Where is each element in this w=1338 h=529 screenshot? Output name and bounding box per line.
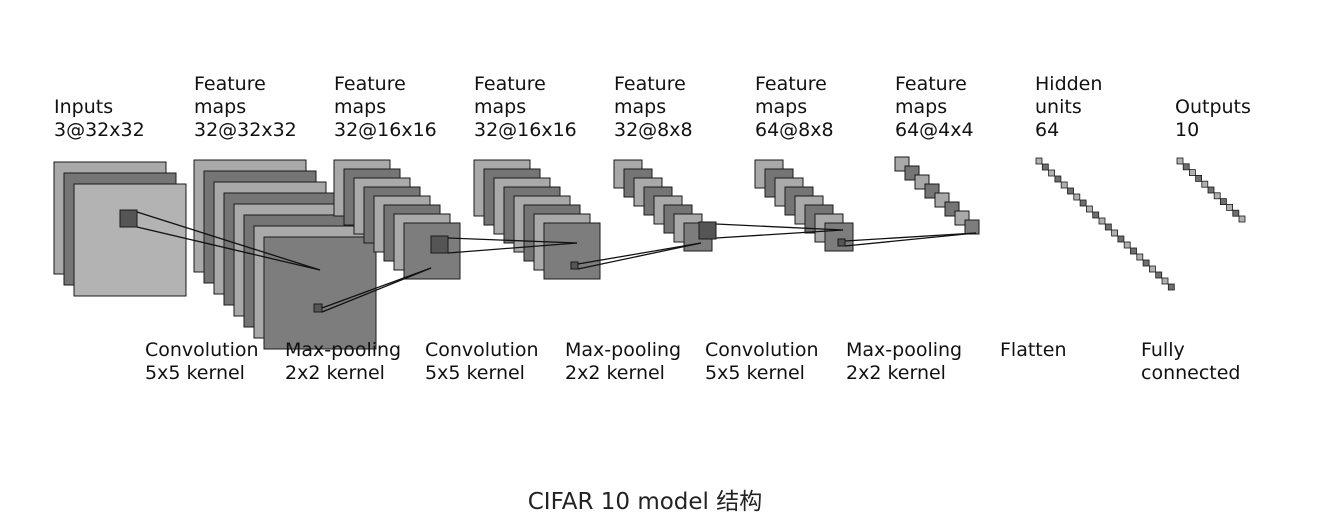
hidden-unit (1092, 211, 1100, 219)
output-unit (1195, 174, 1202, 182)
op-label-flatten: Flatten (1000, 339, 1067, 361)
input-receptive-field (119, 209, 138, 228)
op-label-fully-connected: Fully connected (1141, 339, 1241, 384)
hidden-unit (1136, 253, 1144, 261)
connection-line (715, 229, 844, 239)
connection-line (136, 226, 321, 271)
layer-label-inputs: Inputs 3@32x32 (54, 96, 145, 141)
hidden-unit (1067, 187, 1074, 195)
op-label-convolution-3: Convolution 5x5 kernel (705, 339, 819, 384)
input-layer-map (73, 183, 187, 297)
layer-label-feature-maps-6: Feature maps 64@4x4 (895, 73, 974, 141)
connection-line (577, 242, 702, 270)
hidden-unit (1167, 283, 1175, 291)
hidden-unit (1104, 223, 1112, 231)
op-label-max-pooling-3: Max-pooling 2x2 kernel (846, 339, 963, 384)
layer-label-feature-maps-4: Feature maps 32@8x8 (614, 73, 693, 141)
hidden-unit (1149, 265, 1156, 273)
output-unit (1189, 169, 1196, 177)
output-unit (1176, 157, 1184, 165)
output-unit (1226, 203, 1233, 211)
op-label-convolution-2: Convolution 5x5 kernel (425, 339, 539, 384)
op-label-convolution-1: Convolution 5x5 kernel (145, 339, 259, 384)
hidden-unit (1048, 169, 1055, 177)
hidden-unit (1111, 229, 1118, 237)
output-unit (1201, 180, 1209, 188)
layer-label-feature-maps-1: Feature maps 32@32x32 (194, 73, 297, 141)
output-unit (1207, 186, 1215, 194)
conv3-layer-map (824, 222, 854, 252)
connection-line (577, 242, 702, 265)
layer-label-feature-maps-2: Feature maps 32@16x16 (334, 73, 437, 141)
hidden-unit (1117, 235, 1125, 243)
pool2-receptive-field (698, 221, 717, 240)
hidden-unit (1041, 163, 1049, 171)
hidden-unit (1123, 241, 1131, 249)
hidden-unit (1035, 157, 1043, 165)
connection-line (715, 223, 844, 231)
hidden-unit (1155, 271, 1163, 279)
layer-label-feature-maps-3: Feature maps 32@16x16 (474, 73, 577, 141)
conv3-receptive-field (837, 238, 846, 247)
connection-line (844, 232, 977, 242)
conv1-receptive-field (313, 303, 323, 313)
op-label-max-pooling-2: Max-pooling 2x2 kernel (565, 339, 682, 384)
hidden-unit (1142, 259, 1150, 267)
output-unit (1220, 198, 1227, 206)
pool1-receptive-field (430, 235, 449, 254)
hidden-unit (1098, 217, 1106, 225)
connection-line (447, 242, 578, 254)
output-unit (1213, 192, 1221, 200)
connection-line (844, 232, 977, 247)
output-unit (1238, 215, 1246, 223)
pool3-layer-map (964, 219, 980, 235)
hidden-unit (1073, 193, 1081, 201)
connection-line (136, 211, 321, 271)
hidden-unit (1086, 205, 1093, 213)
hidden-unit (1054, 175, 1062, 183)
layer-label-feature-maps-5: Feature maps 64@8x8 (755, 73, 834, 141)
conv2-layer-map (543, 222, 601, 280)
conv2-receptive-field (570, 261, 579, 270)
conv1-layer-map (263, 236, 377, 350)
hidden-unit (1079, 199, 1087, 207)
layer-label-hidden-units: Hidden units 64 (1035, 73, 1103, 141)
output-unit (1182, 163, 1190, 171)
layer-label-outputs: Outputs 10 (1175, 96, 1251, 141)
hidden-unit (1130, 247, 1137, 255)
op-label-max-pooling-1: Max-pooling 2x2 kernel (285, 339, 402, 384)
connection-line (447, 237, 578, 244)
hidden-unit (1060, 181, 1068, 189)
hidden-unit (1161, 277, 1169, 285)
diagram-caption: CIFAR 10 model 结构 (527, 489, 763, 515)
connection-line (321, 267, 432, 313)
output-unit (1232, 209, 1240, 217)
